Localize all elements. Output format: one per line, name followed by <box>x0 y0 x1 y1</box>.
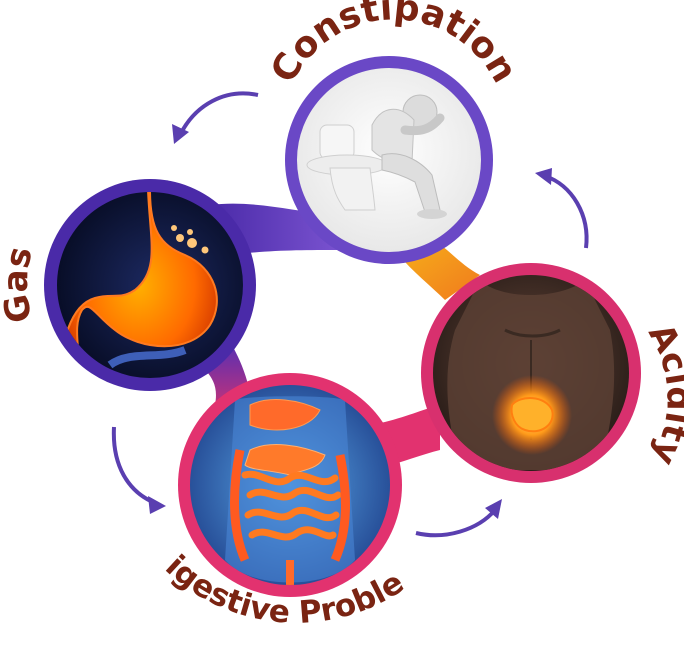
node-gas <box>44 179 256 391</box>
node-digestive <box>178 373 402 600</box>
arrow-gas-to-digestive <box>114 427 166 514</box>
acidic-stomach-torso-icon <box>447 280 614 470</box>
node-acidity <box>421 263 641 483</box>
arrow-constipation-to-gas <box>172 93 258 144</box>
arrow-digestive-to-acidity <box>416 499 502 535</box>
arrow-acidity-to-constipation <box>535 168 587 248</box>
label-gas: Gas <box>0 243 41 326</box>
intestines-icon <box>225 396 355 600</box>
label-acidity: Acidity <box>640 317 684 471</box>
node-constipation <box>285 56 493 264</box>
